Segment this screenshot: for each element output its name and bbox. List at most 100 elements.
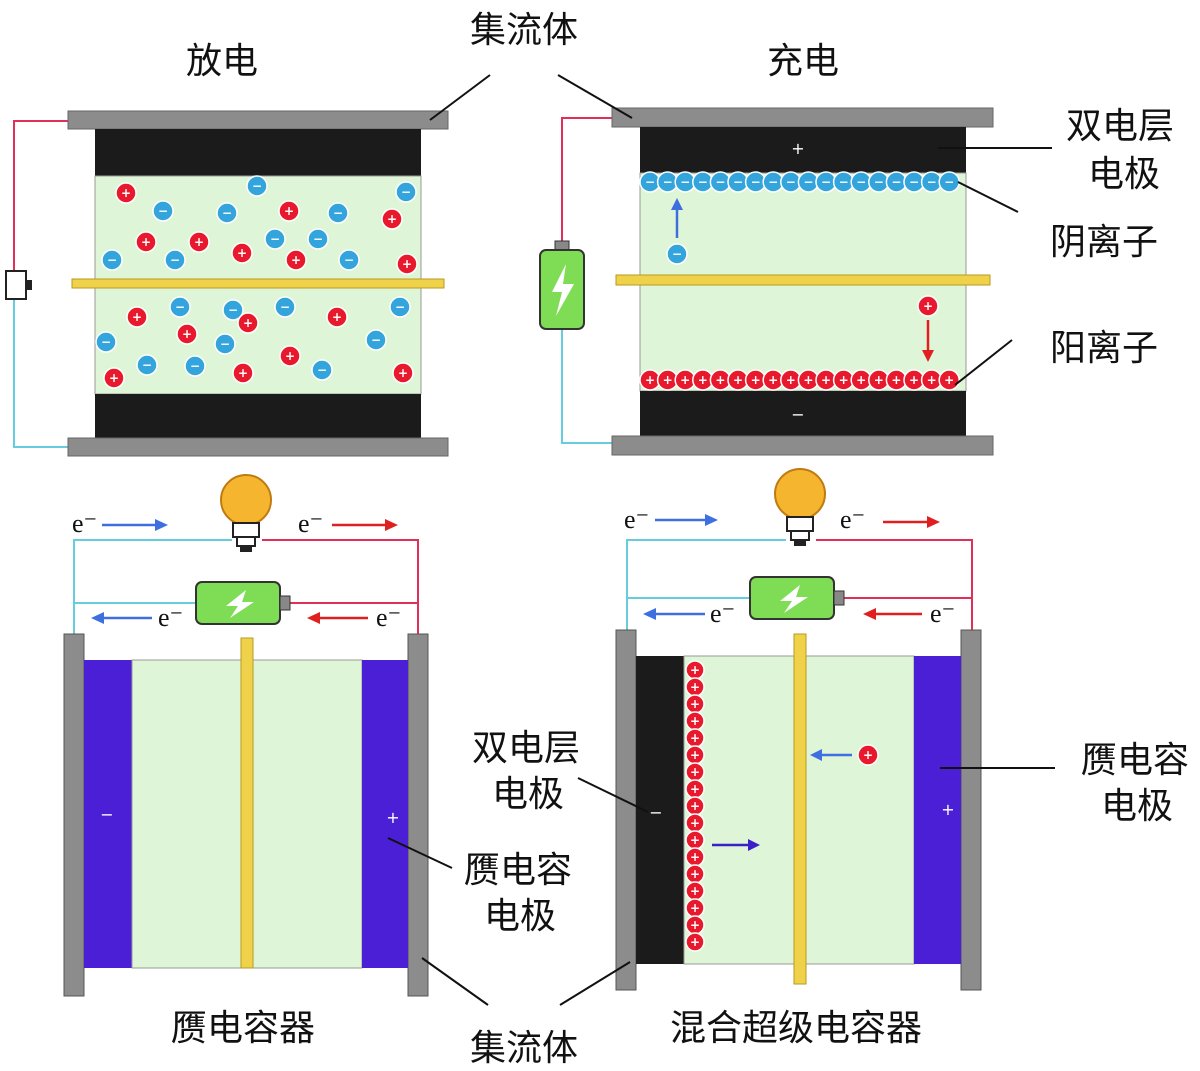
svg-text:−: − (786, 175, 796, 189)
cation-icon: + (126, 306, 148, 328)
svg-text:−: − (252, 179, 262, 193)
svg-text:−: − (175, 300, 185, 314)
hybrid-wire-load-negative (626, 539, 786, 630)
svg-text:+: + (839, 373, 849, 387)
cation-icon: + (685, 711, 705, 731)
svg-text:−: − (803, 175, 813, 189)
svg-text:−: − (891, 175, 901, 189)
svg-text:−: − (733, 175, 743, 189)
svg-text:+: + (398, 366, 408, 380)
svg-text:+: + (680, 373, 690, 387)
cation-icon: + (938, 369, 960, 391)
anion-icon: − (311, 359, 333, 381)
svg-text:+: + (387, 212, 397, 226)
svg-text:−: − (944, 175, 954, 189)
cation-icon: + (326, 306, 348, 328)
pseudocapacitor-caption: 赝电容器 (171, 1008, 315, 1049)
svg-text:+: + (690, 935, 700, 949)
cation-label: 阳离子 (1050, 328, 1158, 369)
svg-text:+: + (109, 371, 119, 385)
anion-icon: − (692, 171, 714, 193)
electron-label: e⁻ (72, 509, 97, 538)
charge-bottom-collector (611, 435, 994, 456)
anion-icon: − (327, 202, 349, 224)
svg-text:−: − (839, 175, 849, 189)
svg-text:+: + (698, 373, 708, 387)
electron-label: e⁻ (840, 505, 865, 534)
svg-text:−: − (856, 175, 866, 189)
current-collector-label-top: 集流体 (470, 10, 578, 51)
anion-icon: − (762, 171, 784, 193)
edl-electrode-label-bottom-1: 双电层 (472, 728, 580, 769)
hybrid-cell: − + ++++++++++++++++++ (615, 468, 982, 991)
hybrid-left-collector (615, 629, 637, 991)
discharge-ions: +−−−−+−++−+−+−−+−++−−−+−−++−−−−+++−+ (95, 175, 418, 389)
leader-anion (957, 181, 1019, 213)
anion-icon: − (395, 181, 417, 203)
edl-electrode-label-bottom-2: 电极 (492, 774, 564, 815)
discharge-wire-positive (13, 120, 68, 275)
cation-icon: + (685, 915, 705, 935)
svg-text:−: − (395, 300, 405, 314)
svg-text:+: + (284, 204, 294, 218)
hybrid-pseudo-electrode (914, 656, 961, 964)
cation-icon: + (685, 660, 705, 680)
svg-text:−: − (672, 247, 682, 261)
anion-icon: − (307, 228, 329, 250)
electron-arrow-head (643, 608, 656, 620)
discharge-bottom-electrode (95, 394, 421, 438)
svg-text:+: + (803, 373, 813, 387)
cation-icon: + (237, 312, 259, 334)
anion-icon: − (214, 333, 236, 355)
anion-icon: − (184, 355, 206, 377)
svg-text:+: + (243, 316, 253, 330)
cation-icon: + (903, 369, 925, 391)
svg-text:+: + (690, 901, 700, 915)
cation-icon: + (917, 295, 939, 317)
svg-text:−: − (344, 253, 354, 267)
electron-arrow-head (91, 612, 104, 624)
anion-icon: − (274, 296, 296, 318)
charge-top-electrode-sign: + (791, 139, 804, 158)
ion-migration-arrow-head (748, 839, 760, 851)
cation-icon: + (857, 744, 879, 766)
svg-text:+: + (332, 310, 342, 324)
pseudo-electrode-label-left-2: 电极 (484, 896, 556, 937)
svg-text:+: + (132, 310, 142, 324)
cation-icon: + (231, 242, 253, 264)
leader-cation (954, 339, 1013, 386)
svg-text:+: + (874, 373, 884, 387)
charge-wire-positive (561, 117, 612, 241)
charge-label: 充电 (767, 41, 839, 82)
cation-icon: + (639, 369, 661, 391)
svg-text:−: − (222, 206, 232, 220)
current-collector-label-bottom: 集流体 (470, 1028, 578, 1069)
svg-text:+: + (690, 765, 700, 779)
lightbulb-socket (790, 530, 810, 541)
cation-icon: + (685, 813, 705, 833)
pseudo-electrode-label-right-1: 赝电容 (1081, 740, 1189, 781)
svg-text:+: + (690, 918, 700, 932)
svg-text:−: − (371, 333, 381, 347)
anion-icon: − (169, 296, 191, 318)
electron-label: e⁻ (624, 505, 649, 534)
svg-text:+: + (285, 349, 295, 363)
cation-icon: + (285, 249, 307, 271)
anion-icon: − (338, 249, 360, 271)
anion-icon: − (666, 243, 688, 265)
svg-text:+: + (909, 373, 919, 387)
cation-icon: + (176, 323, 198, 345)
svg-text:+: + (237, 246, 247, 260)
svg-text:+: + (690, 697, 700, 711)
svg-text:−: − (927, 175, 937, 189)
svg-text:−: − (680, 175, 690, 189)
svg-text:−: − (821, 175, 831, 189)
cation-icon: + (135, 231, 157, 253)
electron-arrow-head (155, 519, 168, 531)
anion-icon: − (264, 228, 286, 250)
svg-text:−: − (270, 232, 280, 246)
charge-cell: + − −−−−−−−−−−−−−−−−−−++++++++++++++++++… (539, 107, 994, 456)
leader-pseudo-electrode-left (387, 837, 453, 869)
electron-arrow-head (927, 516, 940, 528)
